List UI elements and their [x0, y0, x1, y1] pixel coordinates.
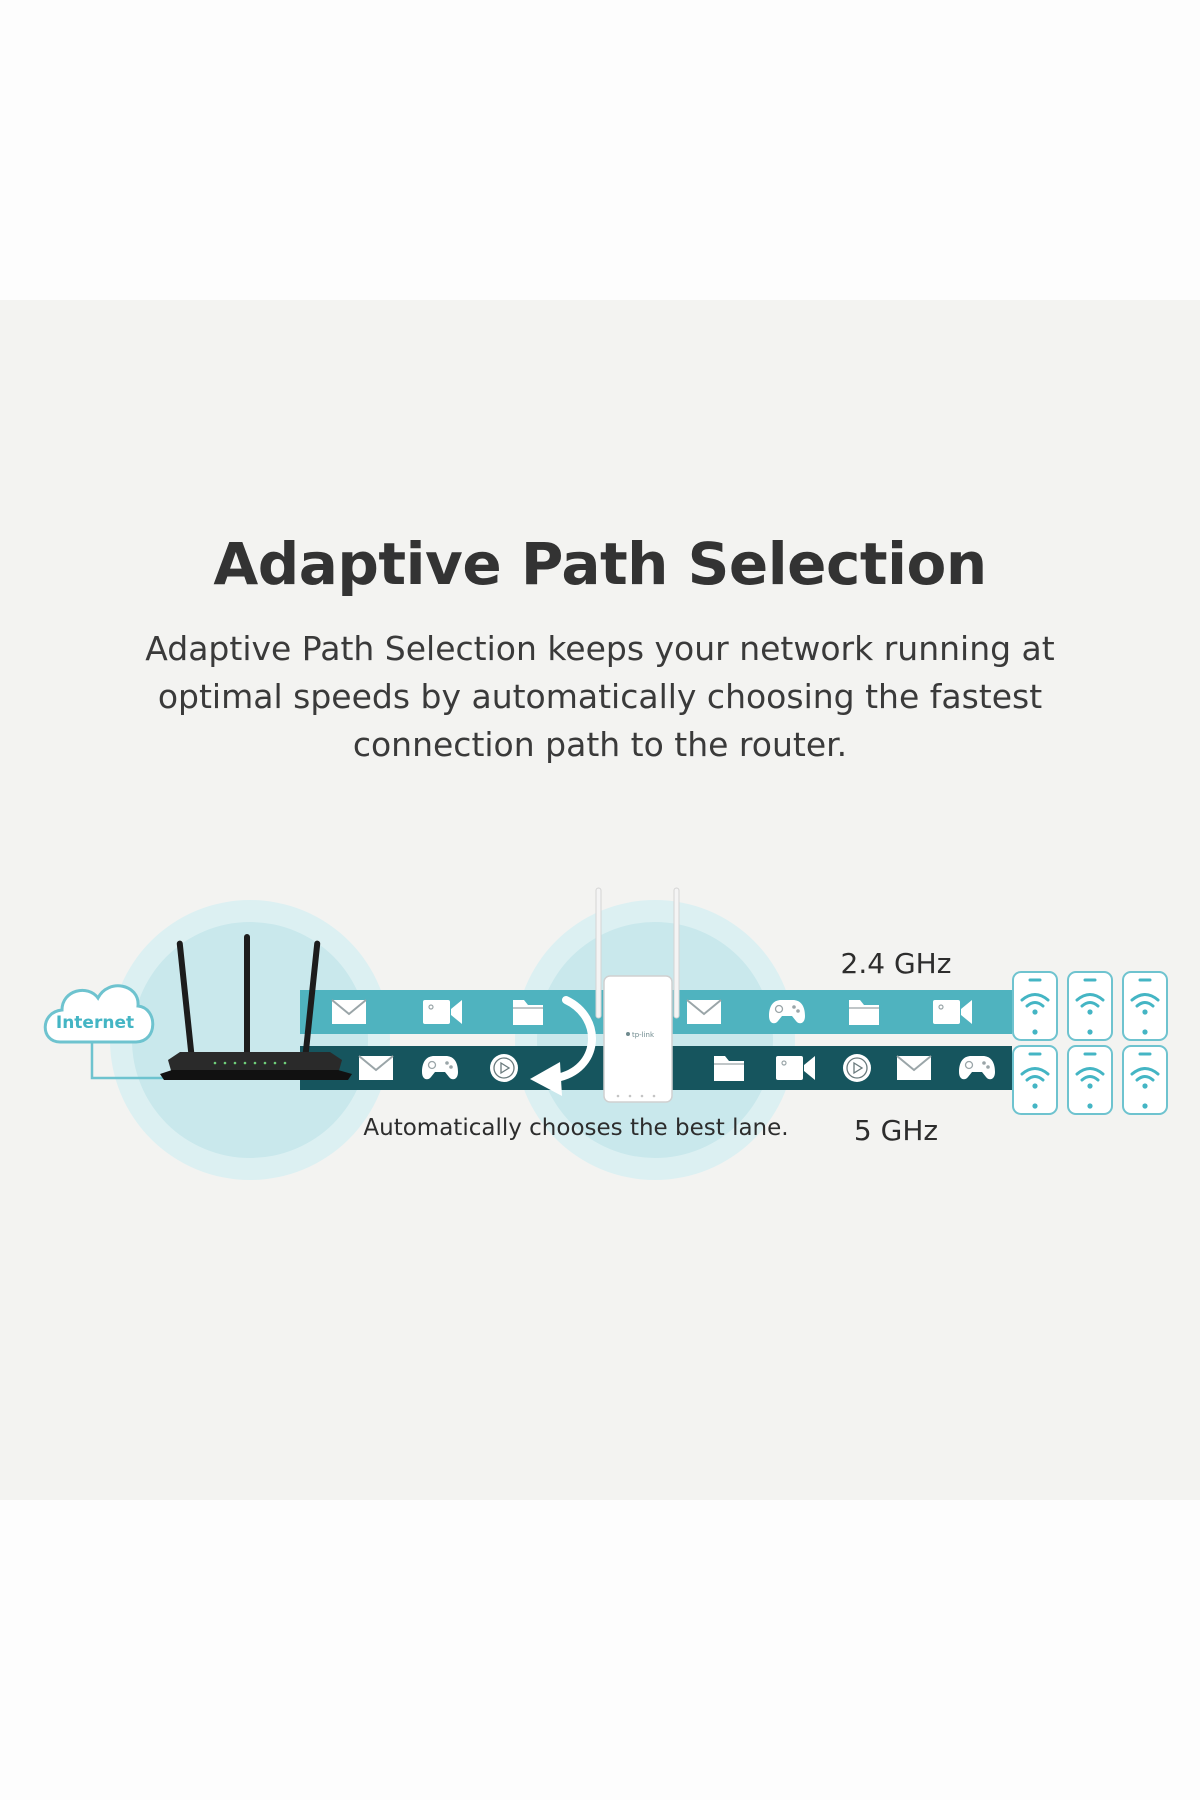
- band-2-4ghz-label: 2.4 GHz: [841, 947, 952, 980]
- mail-icon: [331, 999, 367, 1025]
- mail-icon: [686, 999, 722, 1025]
- band-5ghz-label: 5 GHz: [854, 1114, 938, 1147]
- phone-wifi-icon: [1011, 970, 1059, 1042]
- mail-icon: [896, 1055, 932, 1081]
- heading-area: Adaptive Path Selection Adaptive Path Se…: [0, 300, 1200, 1500]
- mail-icon: [358, 1055, 394, 1081]
- range-extender-icon: [595, 887, 680, 1103]
- router-icon: [160, 934, 352, 1080]
- play-icon: [842, 1053, 872, 1083]
- page-description: Adaptive Path Selection keeps your netwo…: [145, 629, 1055, 764]
- extender-brand-label: tp-link: [632, 1031, 655, 1039]
- phone-wifi-icon: [1121, 970, 1169, 1042]
- lane-caption: Automatically chooses the best lane.: [363, 1115, 788, 1141]
- switch-lane-arrow-icon: [530, 996, 596, 1096]
- internet-cloud-icon: [43, 984, 170, 1080]
- client-devices: [1011, 970, 1169, 1116]
- phone-wifi-icon: [1011, 1044, 1059, 1116]
- internet-label: Internet: [56, 1013, 134, 1033]
- phone-wifi-icon: [1121, 1044, 1169, 1116]
- phone-wifi-icon: [1066, 970, 1114, 1042]
- page-title: Adaptive Path Selection: [213, 530, 987, 598]
- adaptive-path-diagram: Internet tp-link: [43, 887, 1169, 1180]
- phone-wifi-icon: [1066, 1044, 1114, 1116]
- play-icon: [489, 1053, 519, 1083]
